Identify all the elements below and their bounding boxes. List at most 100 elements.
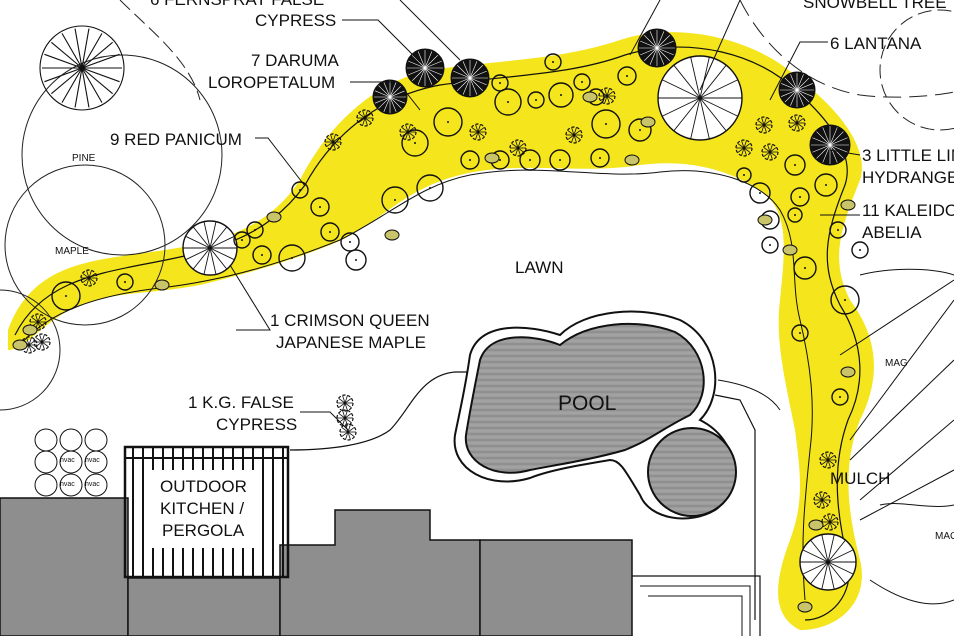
rock-symbol xyxy=(840,366,856,378)
plant-center-dot xyxy=(241,239,243,241)
shrub-spoke xyxy=(656,47,674,56)
plant-center-dot xyxy=(414,142,416,144)
pine-spoke xyxy=(81,67,103,103)
plant-star-spoke xyxy=(819,492,823,501)
label-daruma-2: LOROPETALUM xyxy=(208,73,335,92)
shrub-spoke xyxy=(383,81,391,98)
plant-ring-symbol xyxy=(246,221,264,239)
shrub-spoke xyxy=(469,77,478,95)
plant-star-spoke xyxy=(407,131,415,138)
plant-ring-symbol xyxy=(51,281,81,311)
plant-star-spoke xyxy=(606,88,610,97)
tree-spoke xyxy=(699,97,710,140)
plant-star-spoke xyxy=(338,402,346,409)
plant-center-dot xyxy=(329,231,331,233)
plant-star-spoke xyxy=(769,151,773,160)
plant-ring-symbol xyxy=(252,245,272,265)
plant-star-spoke xyxy=(763,119,771,126)
plant-star-spoke xyxy=(741,140,745,149)
plant-star-spoke xyxy=(86,270,90,279)
plant-star-spoke xyxy=(326,136,334,143)
plant-ring-symbol xyxy=(830,285,860,315)
tree-spoke xyxy=(699,56,710,99)
label-lawn: LAWN xyxy=(515,258,564,277)
shrub-spoke xyxy=(389,96,406,104)
plant-center-dot xyxy=(559,159,561,161)
plant-star-spoke xyxy=(796,122,804,129)
plant-star-spoke xyxy=(825,452,829,461)
label-kitchen-2: KITCHEN / xyxy=(160,499,244,518)
plant-star-spoke xyxy=(606,95,614,102)
plant-ring-symbol xyxy=(416,174,444,202)
tree-spoke xyxy=(673,97,701,132)
label-kg-2: CYPRESS xyxy=(216,415,297,434)
plant-star-spoke xyxy=(821,494,829,501)
plant-star-spoke xyxy=(763,151,771,158)
plant-center-dot xyxy=(507,101,509,103)
plant-center-dot xyxy=(429,187,431,189)
shrub-spoke xyxy=(796,89,813,97)
tree-spoke xyxy=(661,97,701,117)
pine-spoke xyxy=(81,67,120,83)
tree-spoke xyxy=(802,561,829,575)
tree-spoke xyxy=(209,221,217,249)
plant-star-spoke xyxy=(344,410,348,419)
hvac-label: hvac xyxy=(60,481,75,488)
plant-star-spoke xyxy=(338,397,346,404)
plant-star-spoke xyxy=(511,142,519,149)
plant-star-spoke xyxy=(567,134,575,141)
plant-ring-symbol xyxy=(544,53,562,71)
rock-symbol xyxy=(808,519,824,531)
label-kitchen-1: OUTDOOR xyxy=(160,477,247,496)
shrub-spoke xyxy=(457,77,471,91)
shrub-spoke xyxy=(644,47,658,61)
label-fernspray-1: 6 FERNSPRAY FALSE xyxy=(150,0,324,9)
shrub-spoke xyxy=(784,89,798,103)
shrub-spoke xyxy=(412,55,426,69)
shrub-spoke xyxy=(424,67,442,76)
tree-spoke xyxy=(827,561,846,585)
tree-spoke xyxy=(699,97,739,117)
shrub-spoke xyxy=(796,89,810,103)
plant-ring-symbol xyxy=(829,221,847,239)
shrub-spoke xyxy=(389,96,397,113)
plant-star-spoke xyxy=(819,499,823,508)
shrub-spoke xyxy=(656,40,674,49)
shrub-spoke xyxy=(453,70,471,79)
plant-star-spoke xyxy=(743,142,751,149)
shrub-spoke xyxy=(649,47,658,65)
tree-spoke xyxy=(209,235,235,249)
plant-star-spoke xyxy=(827,514,831,523)
plant-ring-symbol xyxy=(628,118,652,142)
shrub-spoke xyxy=(640,47,658,56)
plant-center-dot xyxy=(394,199,396,201)
shrub-spoke xyxy=(389,81,397,98)
plant-ring-symbol xyxy=(790,187,810,207)
plant-star-spoke xyxy=(344,412,352,419)
plant-star-spoke xyxy=(606,95,610,104)
plant-star-spoke xyxy=(86,277,90,286)
plant-star-spoke xyxy=(344,402,352,409)
plant-star-spoke xyxy=(364,117,372,124)
label-panicum: 9 RED PANICUM xyxy=(110,130,242,149)
plant-star-spoke xyxy=(769,144,773,153)
plant-star-spoke xyxy=(827,459,835,466)
plant-symbols xyxy=(12,28,869,613)
plant-star-spoke xyxy=(827,459,831,468)
plant-star-spoke xyxy=(88,277,96,284)
plant-ring-symbol xyxy=(548,82,574,108)
plant-center-dot xyxy=(124,281,126,283)
plant-ring-symbol xyxy=(736,167,752,183)
plant-labels: 6 FERNSPRAY FALSE CYPRESS SNOWBELL TREE … xyxy=(55,0,954,542)
plant-ring-symbol xyxy=(784,154,806,176)
plant-center-dot xyxy=(825,184,827,186)
plant-star-spoke xyxy=(571,127,575,136)
pine-tree-icon xyxy=(39,25,125,111)
plant-star-spoke xyxy=(737,147,745,154)
plant-star-spoke xyxy=(28,339,36,346)
plant-star-spoke xyxy=(37,316,45,323)
plant-star-spoke xyxy=(41,341,49,348)
shrub-spoke xyxy=(469,70,487,79)
plant-center-dot xyxy=(349,241,351,243)
